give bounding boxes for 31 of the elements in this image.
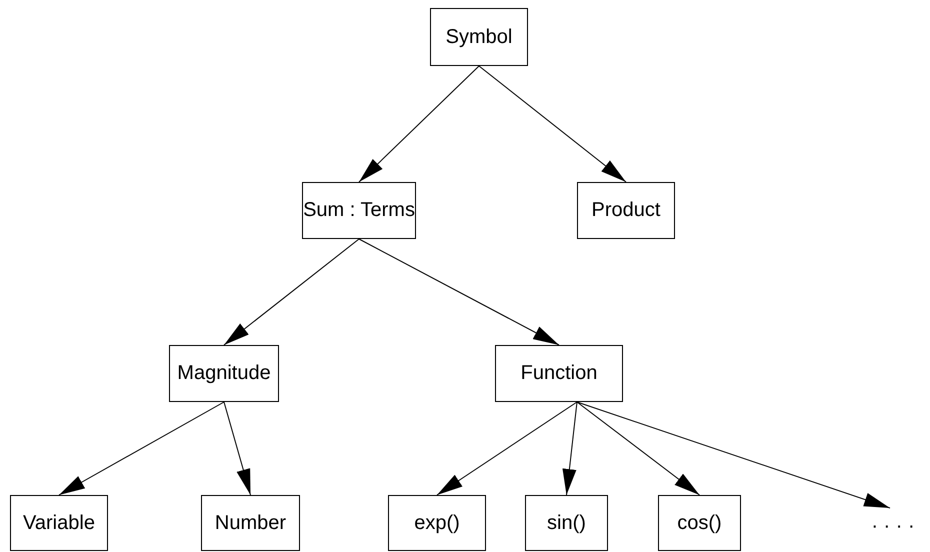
class-box <box>525 495 608 551</box>
class-name: cos() <box>677 512 722 534</box>
arrow <box>576 402 700 496</box>
arrow <box>436 402 578 496</box>
arrow <box>478 66 626 182</box>
arrow <box>58 402 224 496</box>
class-name: Variable <box>23 512 95 534</box>
class-name: exp() <box>414 512 460 534</box>
ellipsis-label: · · · · <box>871 514 915 538</box>
arrow <box>224 238 360 346</box>
arrow <box>358 66 480 182</box>
class-box <box>430 8 528 66</box>
class-name: Product <box>592 199 660 222</box>
class-name: Symbol <box>446 26 512 48</box>
class-box <box>169 345 279 402</box>
class-box <box>577 182 675 239</box>
arrow <box>576 402 890 508</box>
class-name: Sum : Terms <box>303 199 415 222</box>
arrow <box>358 238 560 346</box>
class-box <box>302 182 416 239</box>
class-box <box>388 495 486 551</box>
class-box <box>495 345 623 402</box>
class-name: Function <box>520 362 598 385</box>
arrow <box>562 402 578 496</box>
arrow <box>224 402 251 496</box>
class-name: sin() <box>547 512 586 534</box>
class-name: Number <box>214 512 286 534</box>
class-box <box>201 495 300 551</box>
class-box <box>658 495 741 551</box>
class-box <box>10 495 108 551</box>
class-name: Magnitude <box>177 362 271 385</box>
